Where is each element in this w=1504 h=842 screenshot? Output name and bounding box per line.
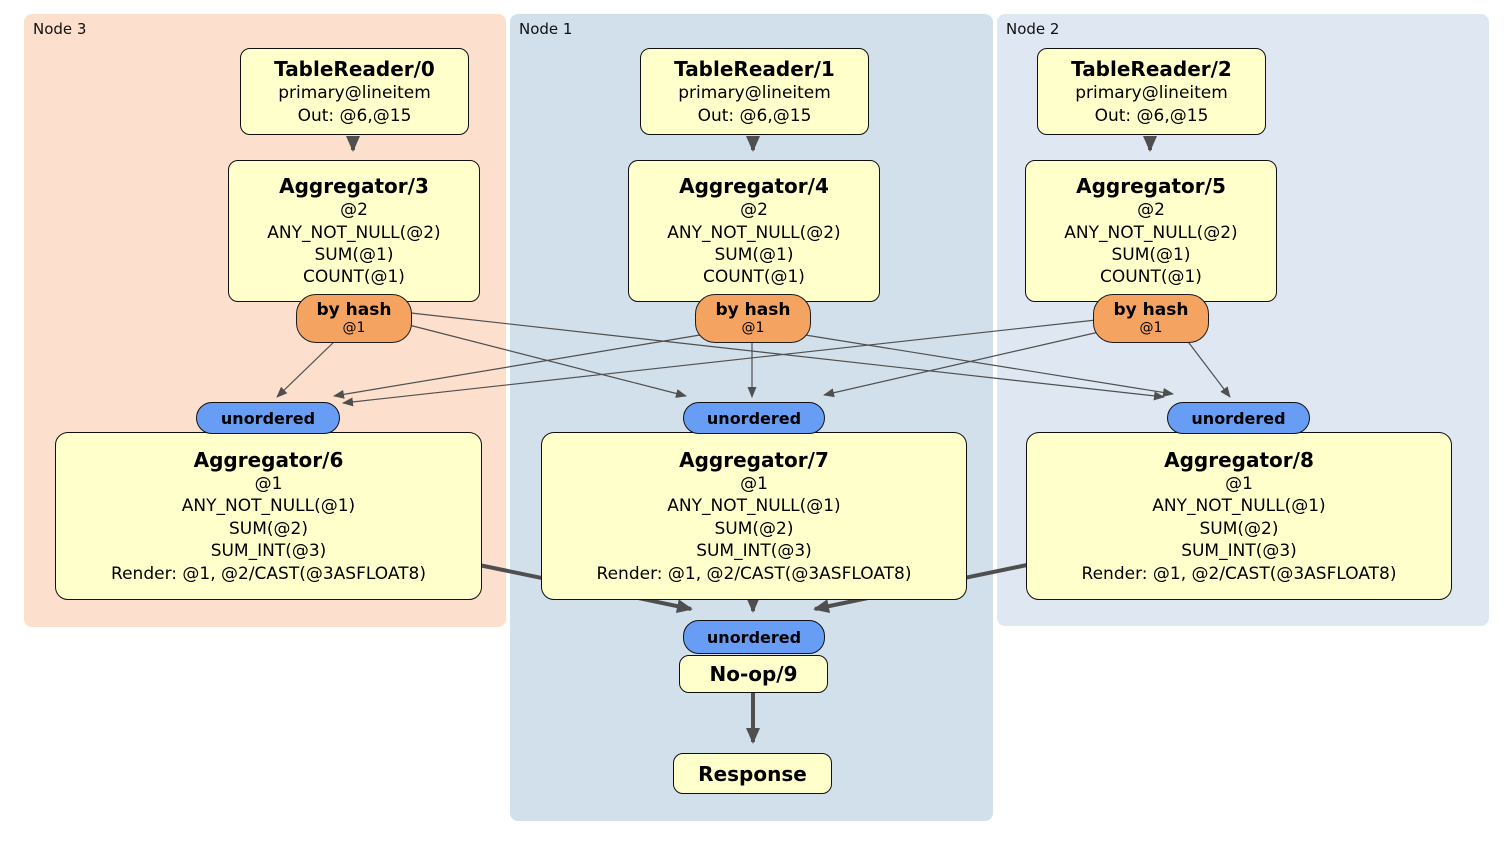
processor-detail: primary@lineitem xyxy=(678,83,831,104)
router-title: by hash xyxy=(715,299,791,320)
processor-title: TableReader/1 xyxy=(674,57,835,82)
processor-detail: ANY_NOT_NULL(@1) xyxy=(1152,496,1326,517)
processor-detail: @1 xyxy=(1225,473,1253,494)
unordered-sync-node1: unordered xyxy=(683,402,825,434)
processor-title: Aggregator/7 xyxy=(679,447,829,472)
unordered-sync-final: unordered xyxy=(683,620,825,654)
router-subtitle: @1 xyxy=(1139,320,1163,337)
processor-detail: COUNT(@1) xyxy=(1100,267,1202,288)
processor-detail: Out: @6,@15 xyxy=(697,105,812,126)
processor-title: Aggregator/3 xyxy=(279,174,429,199)
node3-label: Node 3 xyxy=(33,20,87,38)
processor-detail: ANY_NOT_NULL(@1) xyxy=(667,496,841,517)
table-reader-0-box: TableReader/0 primary@lineitem Out: @6,@… xyxy=(240,48,469,135)
processor-detail: SUM_INT(@3) xyxy=(210,541,327,562)
router-mesh-edges xyxy=(276,312,1231,407)
processor-detail: @1 xyxy=(740,473,768,494)
aggregator-7-box: Aggregator/7 @1 ANY_NOT_NULL(@1) SUM(@2)… xyxy=(541,432,967,600)
processor-title: Aggregator/5 xyxy=(1076,174,1226,199)
processor-detail: Out: @6,@15 xyxy=(1094,105,1209,126)
processor-detail: COUNT(@1) xyxy=(303,267,405,288)
sync-label: unordered xyxy=(1191,408,1286,428)
processor-detail: primary@lineitem xyxy=(278,83,431,104)
table-reader-1-box: TableReader/1 primary@lineitem Out: @6,@… xyxy=(640,48,869,135)
processor-detail: Render: @1, @2/CAST(@3ASFLOAT8) xyxy=(1081,563,1397,584)
processor-detail: SUM(@2) xyxy=(229,518,308,539)
processor-detail: @2 xyxy=(340,200,368,221)
processor-detail: COUNT(@1) xyxy=(703,267,805,288)
processor-detail: ANY_NOT_NULL(@1) xyxy=(181,496,356,517)
unordered-sync-node2: unordered xyxy=(1167,402,1310,434)
sync-label: unordered xyxy=(706,627,802,647)
processor-title: No-op/9 xyxy=(709,662,798,686)
processor-detail: ANY_NOT_NULL(@2) xyxy=(1064,222,1238,243)
processor-title: Aggregator/8 xyxy=(1164,447,1314,472)
noop-9-box: No-op/9 xyxy=(679,655,828,693)
aggregator-6-box: Aggregator/6 @1 ANY_NOT_NULL(@1) SUM(@2)… xyxy=(55,432,482,600)
aggregator-5-box: Aggregator/5 @2 ANY_NOT_NULL(@2) SUM(@1)… xyxy=(1025,160,1277,302)
processor-detail: @2 xyxy=(1137,200,1165,221)
hash-router-node2: by hash @1 xyxy=(1093,294,1209,343)
router-title: by hash xyxy=(1113,299,1189,320)
processor-title: Aggregator/4 xyxy=(679,174,829,199)
node1-label: Node 1 xyxy=(519,20,573,38)
processor-detail: SUM(@2) xyxy=(714,518,794,539)
router-subtitle: @1 xyxy=(741,320,765,337)
aggregator-4-box: Aggregator/4 @2 ANY_NOT_NULL(@2) SUM(@1)… xyxy=(628,160,880,302)
processor-title: TableReader/2 xyxy=(1071,57,1232,82)
processor-detail: Render: @1, @2/CAST(@3ASFLOAT8) xyxy=(111,563,426,584)
processor-detail: Out: @6,@15 xyxy=(297,105,412,126)
table-reader-2-box: TableReader/2 primary@lineitem Out: @6,@… xyxy=(1037,48,1266,135)
processor-detail: SUM(@1) xyxy=(1111,245,1191,265)
response-box: Response xyxy=(673,753,832,794)
sync-label: unordered xyxy=(706,408,802,428)
router-title: by hash xyxy=(316,299,392,320)
processor-detail: @2 xyxy=(740,200,768,221)
processor-title: Response xyxy=(698,761,807,786)
processor-title: TableReader/0 xyxy=(274,57,435,82)
aggregator-3-box: Aggregator/3 @2 ANY_NOT_NULL(@2) SUM(@1)… xyxy=(228,160,480,302)
router-subtitle: @1 xyxy=(342,320,366,337)
processor-detail: ANY_NOT_NULL(@2) xyxy=(667,222,841,243)
hash-router-node3: by hash @1 xyxy=(296,294,412,343)
unordered-sync-node3: unordered xyxy=(196,402,340,434)
node2-label: Node 2 xyxy=(1006,20,1060,38)
processor-detail: SUM(@1) xyxy=(714,245,794,265)
hash-router-node1: by hash @1 xyxy=(695,294,811,343)
processor-detail: ANY_NOT_NULL(@2) xyxy=(267,222,441,243)
processor-detail: SUM_INT(@3) xyxy=(696,541,812,562)
processor-detail: SUM_INT(@3) xyxy=(1181,541,1297,562)
processor-detail: SUM(@2) xyxy=(1199,518,1279,539)
processor-detail: @1 xyxy=(254,473,283,494)
processor-detail: primary@lineitem xyxy=(1075,83,1228,104)
sync-label: unordered xyxy=(220,408,316,428)
processor-detail: SUM(@1) xyxy=(314,245,394,265)
processor-title: Aggregator/6 xyxy=(193,447,344,472)
processor-detail: Render: @1, @2/CAST(@3ASFLOAT8) xyxy=(596,563,912,584)
aggregator-8-box: Aggregator/8 @1 ANY_NOT_NULL(@1) SUM(@2)… xyxy=(1026,432,1452,600)
